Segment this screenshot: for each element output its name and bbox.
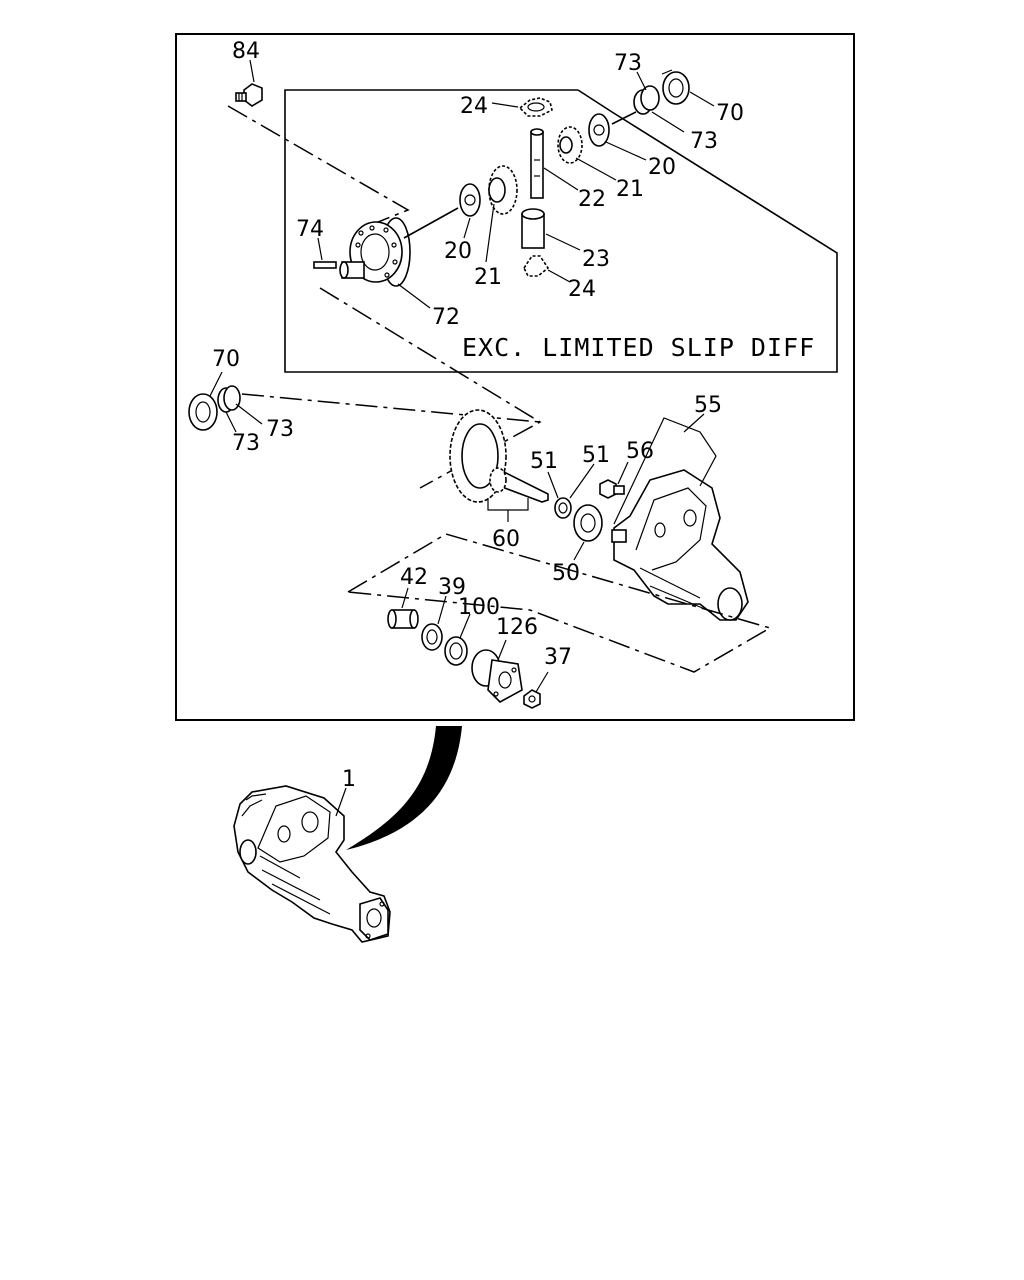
callout-20-left: 20 bbox=[444, 239, 472, 264]
callout-24-top: 24 bbox=[460, 94, 488, 119]
nut-part-37 bbox=[523, 689, 541, 709]
differential-assembly-part-1 bbox=[233, 785, 391, 943]
spacer-part-42 bbox=[387, 609, 419, 629]
callout-51-right: 51 bbox=[582, 443, 610, 468]
callout-1: 1 bbox=[342, 767, 356, 792]
callout-74: 74 bbox=[296, 217, 324, 242]
bolt-part-84 bbox=[235, 83, 263, 107]
carrier-housing-part-55 bbox=[611, 469, 749, 621]
side-gear-part-21-left bbox=[488, 165, 518, 215]
oil-seal-part-39 bbox=[421, 623, 443, 651]
ring-gear-and-pinion-part-60 bbox=[449, 409, 549, 503]
callout-39: 39 bbox=[438, 575, 466, 600]
diagram-frame bbox=[175, 33, 855, 721]
callout-73-top: 73 bbox=[614, 51, 642, 76]
callout-42: 42 bbox=[400, 565, 428, 590]
pinion-gear-part-24-top bbox=[518, 97, 553, 117]
callout-70-left: 70 bbox=[212, 347, 240, 372]
callout-51-left: 51 bbox=[530, 449, 558, 474]
callout-24-bottom: 24 bbox=[568, 277, 596, 302]
callout-23: 23 bbox=[582, 247, 610, 272]
pinion-shaft-part-22 bbox=[530, 128, 544, 199]
differential-case-part-72 bbox=[339, 217, 411, 287]
inner-box bbox=[284, 89, 838, 373]
shim-part-73-left bbox=[217, 385, 241, 413]
callout-73-right: 73 bbox=[690, 129, 718, 154]
callout-73-left-b: 73 bbox=[266, 417, 294, 442]
callout-21-left: 21 bbox=[474, 265, 502, 290]
side-gear-part-21-right bbox=[557, 126, 583, 164]
callout-72: 72 bbox=[432, 305, 460, 330]
callout-55: 55 bbox=[694, 393, 722, 418]
note-exc-limited-slip-diff: EXC. LIMITED SLIP DIFF bbox=[462, 333, 815, 362]
bearing-part-70-top bbox=[661, 69, 690, 105]
shim-part-73-top bbox=[633, 85, 660, 115]
callout-22: 22 bbox=[578, 187, 606, 212]
pinion-gear-part-24-bottom bbox=[523, 255, 550, 277]
callout-70-top: 70 bbox=[716, 101, 744, 126]
thrust-washer-part-20-right bbox=[588, 113, 610, 147]
callout-126: 126 bbox=[496, 615, 538, 640]
collapsible-spacer-part-51 bbox=[554, 497, 572, 519]
pin-part-74 bbox=[313, 261, 337, 269]
companion-flange-part-126 bbox=[471, 649, 523, 703]
callout-84: 84 bbox=[232, 39, 260, 64]
callout-100: 100 bbox=[458, 595, 500, 620]
bearing-part-50 bbox=[573, 504, 603, 542]
callout-37: 37 bbox=[544, 645, 572, 670]
callout-50: 50 bbox=[552, 561, 580, 586]
callout-56: 56 bbox=[626, 439, 654, 464]
callout-60: 60 bbox=[492, 527, 520, 552]
callout-73-left-a: 73 bbox=[232, 431, 260, 456]
thrust-block-part-23 bbox=[521, 208, 545, 249]
bearing-part-100 bbox=[444, 636, 468, 666]
bolt-part-56 bbox=[599, 479, 625, 499]
callout-21-right: 21 bbox=[616, 177, 644, 202]
bearing-part-70-left bbox=[188, 393, 218, 431]
callout-arrow bbox=[346, 726, 462, 850]
thrust-washer-part-20-left bbox=[459, 183, 481, 217]
callout-20-right: 20 bbox=[648, 155, 676, 180]
